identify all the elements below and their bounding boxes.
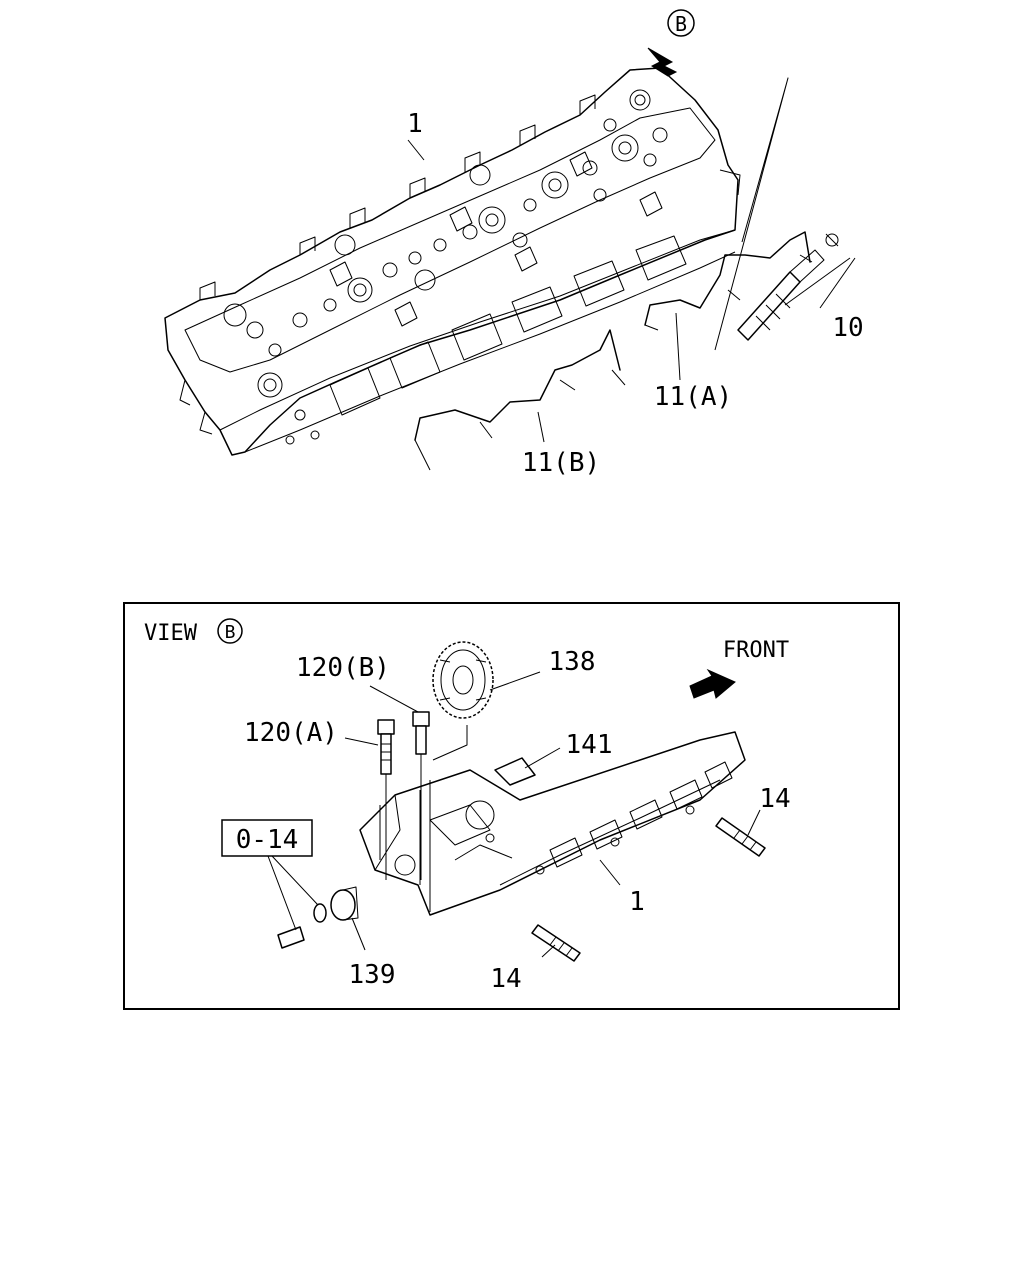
callout-head-upper: 1 (407, 109, 423, 139)
view-marker-label: B (675, 12, 687, 36)
front-label: FRONT (723, 638, 789, 663)
callout-connector-b: 11(B) (522, 448, 600, 478)
callout-head-view-b: 1 (629, 887, 645, 917)
view-marker-circle (667, 9, 695, 37)
callout-stud-14-upper: 14 (759, 784, 790, 814)
boxed-ref-frame (221, 819, 313, 857)
callout-cap-141: 141 (566, 730, 613, 760)
stud-14-lower (531, 924, 581, 962)
bushing-139 (330, 886, 359, 921)
glow-plug (737, 271, 801, 341)
view-b-marker-circle (217, 618, 243, 644)
bolt-120a (377, 719, 395, 775)
bolt-120b (412, 711, 430, 755)
view-b-frame (123, 602, 900, 1010)
view-b-head-illustration (359, 731, 746, 916)
view-b-leader-lines (267, 671, 761, 958)
glow-plug-connector-b (414, 329, 621, 441)
view-b-marker-label: B (225, 622, 236, 643)
bolt-washer-0-14 (277, 903, 327, 949)
callout-bushing-139: 139 (349, 960, 396, 990)
cylinder-head-illustration (164, 9, 741, 456)
callout-bolt-120b: 120(B) (296, 653, 390, 683)
view-direction-arrow (647, 47, 678, 77)
stud-14-upper (715, 817, 766, 857)
glow-plug-nut (825, 233, 839, 247)
front-arrow (689, 668, 736, 699)
view-b-title: VIEW (144, 621, 198, 646)
callout-bolt-120a: 120(A) (244, 718, 338, 748)
callout-gear-138: 138 (549, 647, 596, 677)
callout-glow-plug-text: 10 (832, 313, 863, 343)
glow-plug-connector-a (644, 231, 811, 326)
callout-connector-a: 11(A) (654, 382, 732, 412)
cap-141 (494, 757, 536, 786)
callout-stud-14-lower: 14 (490, 964, 521, 994)
gear-138 (432, 641, 494, 719)
glow-plug-and-connectors (407, 77, 856, 471)
boxed-ref-label: 0-14 (236, 825, 299, 855)
